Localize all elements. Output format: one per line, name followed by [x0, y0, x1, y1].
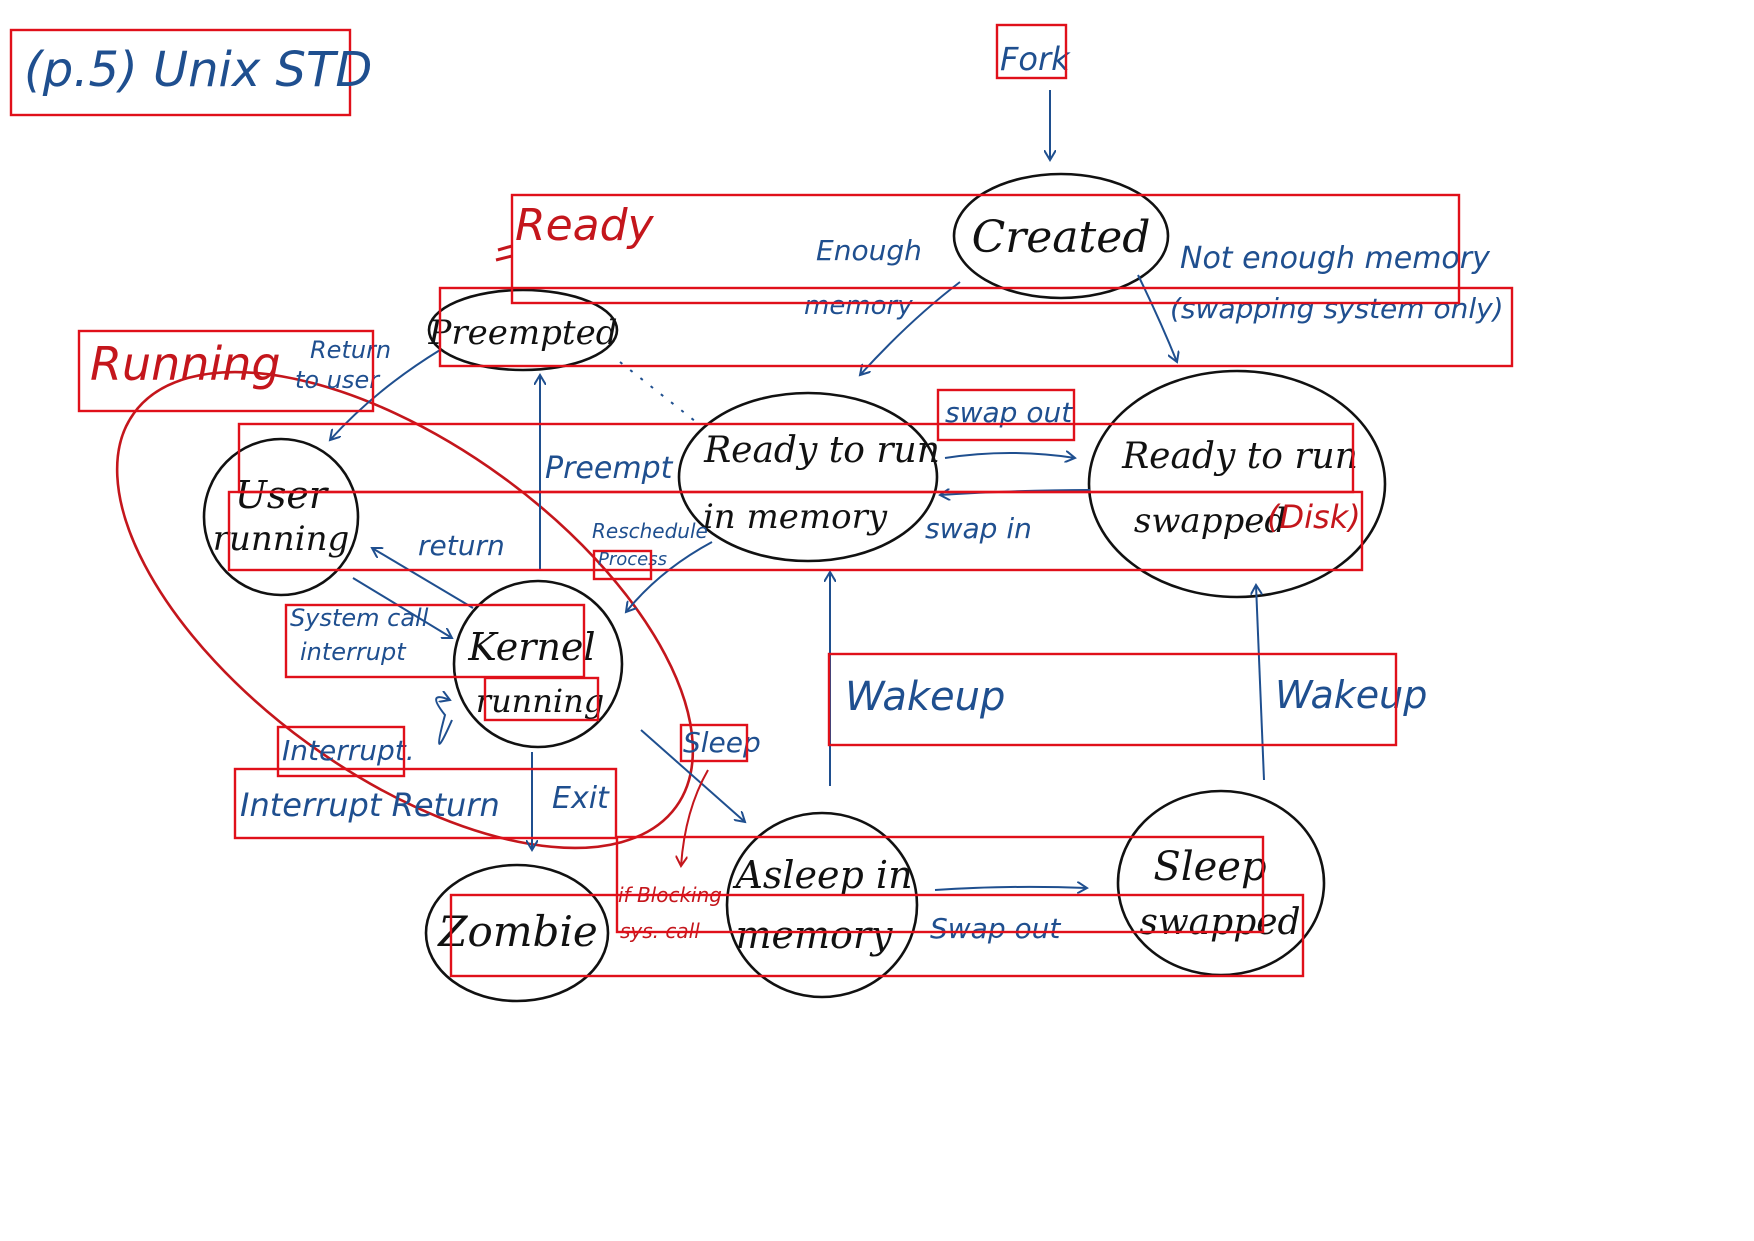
sleep-label: Sleep: [683, 726, 761, 759]
asleep-row-box: [615, 835, 1265, 934]
swap-out-top-arrow: [944, 453, 1075, 458]
process-box: [592, 549, 653, 581]
system-call-label-2: interrupt: [300, 638, 407, 666]
wakeup-right-arrow: [1256, 585, 1265, 781]
system-call-box: [284, 603, 586, 679]
user-running-label-2: running: [213, 519, 349, 559]
sleep-swapped-label-1: Sleep: [1153, 844, 1266, 890]
enough-memory-label-1: Enough: [816, 234, 922, 267]
asleep-memory-label-2: memory: [735, 913, 893, 957]
not-enough-memory-label-1: Not enough memory: [1180, 241, 1491, 276]
reschedule-label-1: Reschedule: [592, 519, 708, 543]
state-user-running: [202, 437, 360, 597]
running-row-box: [227, 490, 1364, 572]
running-group-ellipse: [115, 370, 695, 850]
preempt-label: Preempt: [545, 451, 674, 486]
kernel-running-box: [483, 676, 600, 722]
page-title: (p.5) Unix STD: [24, 42, 372, 98]
system-call-arrow: [352, 577, 452, 638]
interrupt-label: Interrupt.: [282, 734, 415, 767]
kernel-running-label-1: Kernel: [467, 625, 595, 669]
return-to-user-arrow: [330, 349, 441, 440]
ready-equals-mark: [495, 244, 513, 262]
ready-second-box: [438, 286, 1514, 368]
return-arrow: [372, 548, 474, 609]
sleep-arrow: [640, 729, 745, 822]
state-ready-swapped: [1087, 369, 1387, 599]
preempted-label: Preempted: [428, 313, 618, 353]
reschedule-label-2: Process: [598, 549, 667, 570]
interrupt-return-box: [233, 767, 618, 840]
title-box: [9, 28, 352, 117]
swap-out-top-box: [936, 388, 1076, 442]
zombie-label: Zombie: [436, 907, 597, 956]
state-kernel-running: [452, 579, 624, 749]
ready-swapped-label-2: swapped: [1134, 501, 1286, 541]
enough-memory-arrow: [860, 281, 961, 375]
created-label: Created: [972, 212, 1151, 263]
ready-memory-label-1: Ready to run: [703, 430, 940, 471]
ready-top-box: [510, 193, 1461, 305]
enough-memory-label-2: memory: [804, 291, 913, 321]
state-asleep-memory: [725, 811, 919, 999]
swap-out-bottom-label: Swap out: [930, 912, 1061, 945]
interrupt-return-label: Interrupt Return: [240, 786, 500, 824]
user-running-label-1: User: [235, 473, 330, 517]
reschedule-arrow: [626, 541, 713, 612]
kernel-running-label-2: running: [476, 682, 604, 720]
return-label: return: [418, 529, 505, 562]
sleep-box: [679, 723, 749, 763]
not-enough-memory-label-2: (swapping system only): [1170, 292, 1504, 325]
asleep-memory-label-1: Asleep in: [732, 853, 912, 897]
swap-in-label: swap in: [925, 512, 1032, 545]
running-group-label: Running: [90, 337, 281, 391]
running-box: [77, 329, 375, 413]
exit-label: Exit: [552, 781, 610, 816]
fork-label: Fork: [1000, 40, 1071, 78]
system-call-label-1: System call: [290, 604, 429, 632]
sleep-swapped-label-2: swapped: [1139, 902, 1300, 943]
interrupt-box: [276, 725, 406, 778]
ready-group-label: Ready: [515, 200, 655, 251]
state-created: [952, 172, 1170, 300]
not-enough-memory-arrow: [1137, 274, 1177, 362]
blocking-call-arrow: [681, 769, 709, 866]
disk-label: (Disk): [1267, 498, 1361, 536]
state-zombie: [424, 863, 610, 1003]
interrupt-loop-arrow: [435, 697, 453, 745]
wakeup-box: [827, 652, 1398, 747]
return-to-user-label-1: Return: [310, 336, 391, 364]
wakeup-left-label: Wakeup: [845, 674, 1005, 720]
ready-swapped-label-1: Ready to run: [1121, 436, 1358, 477]
state-preempted: [427, 288, 619, 372]
swap-out-bottom-arrow: [934, 887, 1087, 890]
wakeup-right-label: Wakeup: [1275, 673, 1427, 717]
state-ready-memory: [677, 391, 939, 563]
bottom-row-box: [449, 893, 1305, 978]
fork-box: [995, 23, 1068, 80]
ready-memory-label-2: in memory: [703, 497, 888, 537]
return-to-user-label-2: to user: [295, 366, 381, 394]
preempted-dotted-link: [619, 361, 701, 426]
